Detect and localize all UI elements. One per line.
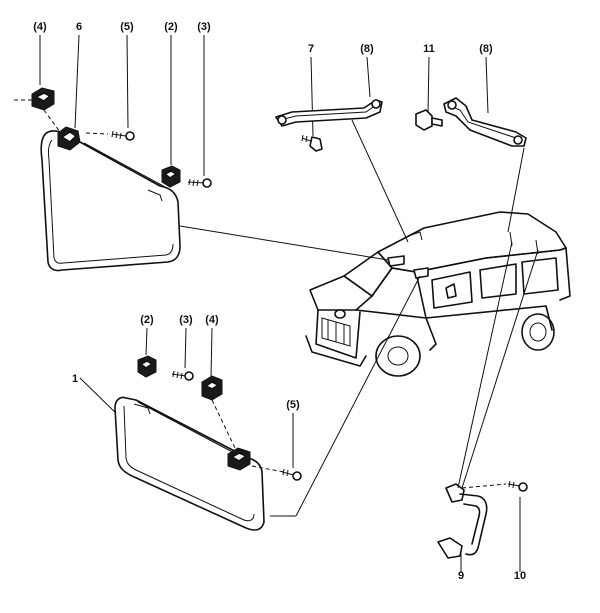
lower-visor-holder [201,375,223,401]
lower-sun-visor [114,396,265,531]
rear-grip-screw [301,134,323,152]
callout-labels: (4) 6 (5) (2) (3) 7 (8) 11 (8) (2) (3) (… [33,21,526,582]
assist-grip-bolt [415,109,443,131]
assist-grip [443,97,527,147]
handle-grip [437,483,507,559]
rear-grip [275,99,383,127]
callout-handle-screw: 10 [514,570,526,582]
callout-upper-visor-clip: (2) [164,21,178,33]
lower-clip-screw [171,370,194,381]
handle-screw [507,480,528,492]
callout-upper-visor-cover: (4) [33,21,47,33]
callout-lower-visor-clip: (2) [140,314,154,326]
callout-upper-clip-screw: (3) [197,21,211,33]
callout-lower-visor: 1 [72,373,78,385]
lower-visor-clip [137,355,157,378]
upper-clip-screw [187,178,212,188]
callout-rear-grip: (8) [360,43,374,55]
callout-rear-grip-screw: 7 [308,43,314,55]
lower-visor-hinge [211,399,285,473]
upper-visor-cover [14,87,61,133]
lower-visor-screw [281,468,302,481]
location-lines [179,119,539,517]
vehicle-silhouette [305,211,571,377]
callout-lower-clip-screw: (3) [179,314,193,326]
callout-assist-grip: (8) [479,43,493,55]
upper-sun-visor [40,130,181,272]
upper-visor-screw [85,130,135,141]
leader-lines [39,34,521,572]
callout-upper-visor-screw: (5) [120,21,134,33]
callout-handle-grip: 9 [458,570,464,582]
callout-lower-visor-holder: (4) [205,314,219,326]
callout-assist-grip-bolt: 11 [423,43,435,55]
callout-lower-visor-screw: (5) [286,399,300,411]
upper-visor-holder [57,126,81,151]
upper-visor-clip [161,165,181,188]
callout-upper-visor-holder: 6 [76,21,82,33]
